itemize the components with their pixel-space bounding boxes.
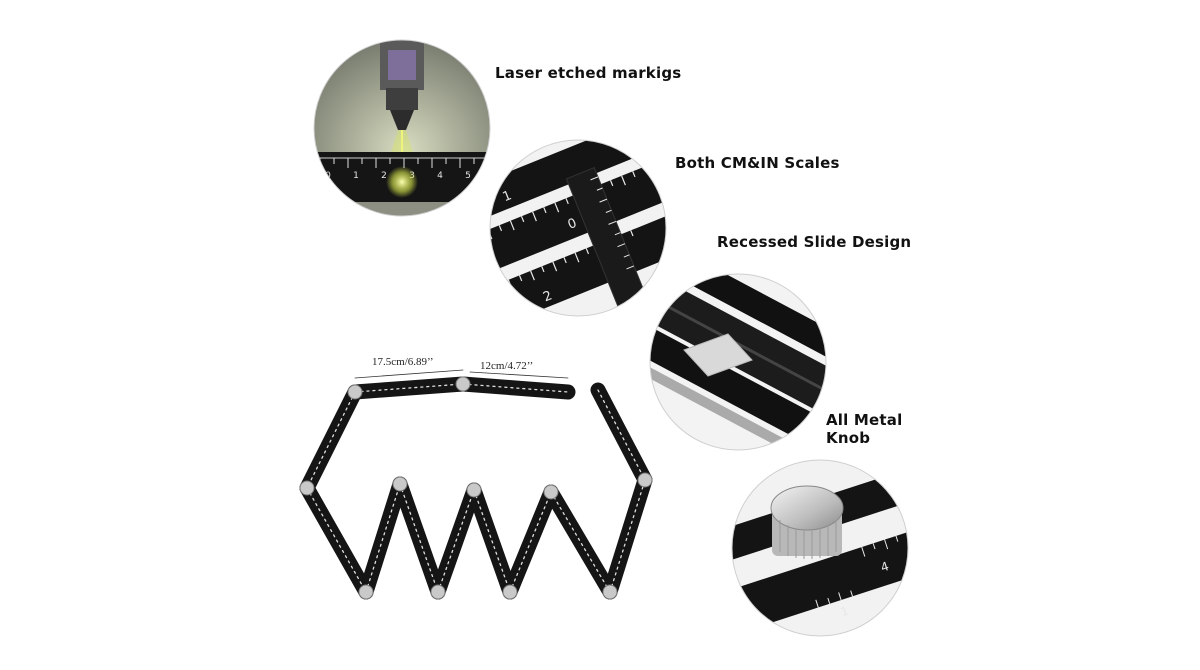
cm-in-scales-photo: 1 0 2 1: [489, 139, 667, 317]
dimension-short-segment: 12cm/4.72’’: [480, 360, 534, 372]
folding-angle-ruler: [299, 369, 653, 600]
scale-number-5: 5: [465, 171, 471, 181]
scale-number-4: 4: [879, 559, 891, 575]
feature-label-knob-line1: All Metal: [826, 411, 903, 429]
scale-number-1: 1: [353, 171, 359, 181]
feature-label-scales: Both CM&IN Scales: [675, 154, 840, 172]
laser-etching-photo: 0 1 2 3 4 5: [313, 39, 491, 217]
recessed-slide-photo: [649, 273, 827, 451]
metal-knob-photo: 4 1: [731, 459, 909, 637]
feature-label-laser: Laser etched markigs: [495, 64, 682, 82]
dimension-long-segment: 17.5cm/6.89’’: [372, 356, 434, 368]
feature-label-knob-line2: Knob: [826, 429, 871, 447]
scale-number-2: 2: [381, 171, 387, 181]
feature-label-slide: Recessed Slide Design: [717, 233, 912, 251]
scale-number-4: 4: [437, 171, 443, 181]
scale-number-1: 1: [839, 604, 851, 620]
